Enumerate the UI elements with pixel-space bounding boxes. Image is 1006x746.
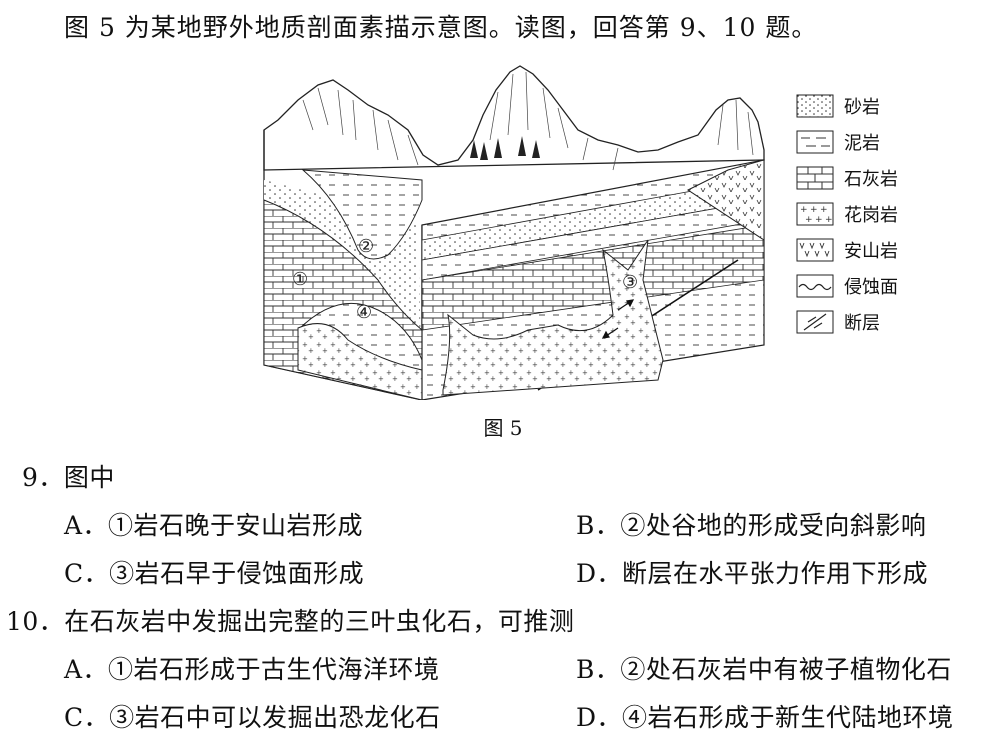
andesite-swatch-icon	[796, 238, 834, 262]
legend-item-limestone: 石灰岩	[796, 160, 936, 196]
fault-swatch-icon	[796, 310, 834, 334]
figure-label-2: ②	[358, 236, 374, 257]
svg-text:+: +	[810, 205, 818, 215]
figure-label-1: ①	[292, 269, 308, 290]
legend-item-granite: ++++++ 花岗岩	[796, 196, 936, 232]
granite-swatch-icon: ++++++	[796, 202, 834, 226]
question-9-option-d: D．断层在水平张力作用下形成	[576, 559, 929, 588]
question-9-option-a: A．①岩石晚于安山岩形成	[64, 511, 364, 540]
question-10-stem: 10．在石灰岩中发掘出完整的三叶虫化石，可推测	[6, 607, 575, 636]
svg-text:+: +	[800, 205, 808, 215]
svg-text:+: +	[805, 215, 813, 225]
svg-text:+: +	[815, 215, 823, 225]
geologic-section-figure: + +	[263, 65, 765, 400]
sandstone-swatch-icon	[796, 94, 834, 118]
question-10-option-b: B．②处石灰岩中有被子植物化石	[576, 655, 952, 684]
legend-label: 侵蚀面	[844, 277, 898, 298]
mudstone-swatch-icon	[796, 130, 834, 154]
figure-label-4: ④	[356, 302, 372, 323]
question-10-option-a: A．①岩石形成于古生代海洋环境	[64, 655, 440, 684]
legend-label: 泥岩	[844, 133, 880, 154]
legend-item-mudstone: 泥岩	[796, 124, 936, 160]
legend-item-fault: 断层	[796, 304, 936, 340]
legend-label: 砂岩	[844, 97, 880, 118]
figure-legend: 砂岩 泥岩 石灰岩 ++++++ 花岗岩 安山岩 侵蚀面 断层	[796, 88, 936, 340]
erosion-surface-swatch-icon	[796, 274, 834, 298]
legend-label: 石灰岩	[844, 169, 898, 190]
limestone-swatch-icon	[796, 166, 834, 190]
legend-item-erosion: 侵蚀面	[796, 268, 936, 304]
svg-text:+: +	[820, 205, 828, 215]
question-10-option-c: C．③岩石中可以发掘出恐龙化石	[64, 703, 441, 732]
legend-label: 安山岩	[844, 241, 898, 262]
legend-item-sandstone: 砂岩	[796, 88, 936, 124]
legend-item-andesite: 安山岩	[796, 232, 936, 268]
legend-label: 花岗岩	[844, 205, 898, 226]
question-9-option-b: B．②处谷地的形成受向斜影响	[576, 511, 927, 540]
intro-text: 图 5 为某地野外地质剖面素描示意图。读图，回答第 9、10 题。	[64, 13, 818, 42]
question-9-stem: 9．图中	[22, 463, 115, 492]
svg-text:+: +	[825, 215, 833, 225]
figure-label-3: ③	[622, 272, 638, 293]
question-9-option-c: C．③岩石早于侵蚀面形成	[64, 559, 365, 588]
figure-caption: 图 5	[483, 416, 523, 440]
legend-label: 断层	[844, 313, 880, 334]
question-10-option-d: D．④岩石形成于新生代陆地环境	[576, 703, 954, 732]
